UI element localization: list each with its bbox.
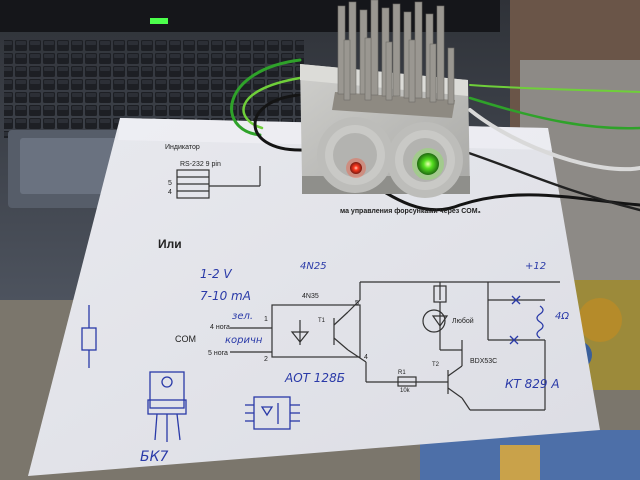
wire-4-label: 4 нога: [210, 324, 230, 331]
hand-current: 7-10 mA: [200, 289, 251, 303]
hand-optocoupler-ru: AOT 128Б: [285, 371, 345, 385]
pin-1-label: 1: [264, 316, 268, 323]
or-label: Или: [158, 237, 182, 251]
hand-supply: +12: [525, 261, 547, 272]
caption-fragment: ма управления форсунками через COM₃: [340, 208, 481, 215]
hand-voltage: 1-2 V: [200, 267, 232, 281]
hand-darlington-ru: КТ 829 А: [505, 377, 560, 391]
led-label: Любой: [452, 318, 474, 325]
hand-coil: 4Ω: [555, 311, 570, 322]
transistor-label: BDX53C: [470, 358, 498, 365]
ic-label: 4N35: [302, 293, 319, 300]
pin-number-5: 5: [168, 180, 172, 187]
r1-label: R1: [398, 370, 406, 376]
pin-2-label: 2: [264, 356, 268, 363]
header-small: Индикатор: [165, 144, 200, 151]
wire-5-label: 5 нога: [208, 350, 228, 357]
pin-4-label: 4: [364, 354, 368, 361]
hand-brown-wire: коричн: [225, 335, 263, 346]
com-label: COM: [175, 334, 196, 344]
green-led: [417, 153, 439, 175]
t2-label: T2: [432, 362, 440, 368]
port-label: RS-232 9 pin: [180, 161, 221, 168]
hand-transistor-ru: БК7: [140, 449, 169, 465]
pin-5-label: 5: [355, 300, 359, 307]
red-led: [350, 162, 362, 174]
r1-value: 10k: [400, 388, 410, 394]
hand-optocoupler: 4N25: [300, 261, 327, 272]
hand-green-wire: зел.: [232, 311, 254, 322]
pin-number-4: 4: [168, 189, 172, 196]
t1-label: T1: [318, 318, 326, 324]
